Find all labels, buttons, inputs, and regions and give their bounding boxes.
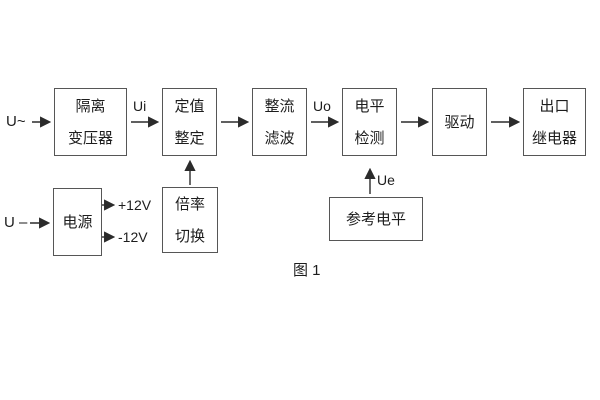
- label-ui: Ui: [133, 98, 147, 114]
- block-label-line: 驱动: [444, 113, 475, 131]
- block-label-line: 检测: [354, 129, 385, 147]
- block-label-line: 定值: [174, 97, 205, 115]
- block-label-line: 出口: [539, 97, 570, 115]
- block-label-line: 电源: [62, 213, 93, 231]
- block-label-line: 倍率: [174, 195, 205, 213]
- block-label-line: 切换: [174, 227, 205, 245]
- block-reference-level: 参考电平: [329, 197, 423, 241]
- label-plus-12v: +12V: [118, 197, 152, 213]
- block-label-line: 变压器: [67, 129, 113, 147]
- label-minus-12v: -12V: [118, 229, 148, 245]
- block-output-relay: 出口 继电器: [523, 88, 586, 156]
- block-isolation-transformer: 隔离 变压器: [54, 88, 127, 156]
- block-label-line: 电平: [354, 97, 385, 115]
- block-power-supply: 电源: [53, 188, 102, 256]
- figure-caption: 图 1: [293, 262, 321, 279]
- label-ue: Ue: [377, 172, 395, 188]
- block-rectifier-filter: 整流 滤波: [252, 88, 307, 156]
- block-setting-adjust: 定值 整定: [162, 88, 217, 156]
- block-ratio-switch: 倍率 切换: [162, 187, 218, 253]
- label-input-ac: U~: [6, 113, 26, 130]
- label-uo: Uo: [313, 98, 331, 114]
- block-label-line: 继电器: [531, 129, 577, 147]
- block-label-line: 参考电平: [345, 210, 406, 228]
- block-label-line: 滤波: [264, 129, 295, 147]
- block-label-line: 整流: [264, 97, 295, 115]
- block-driver: 驱动: [432, 88, 487, 156]
- block-level-detect: 电平 检测: [342, 88, 397, 156]
- block-label-line: 整定: [174, 129, 205, 147]
- label-input-dc: U –: [4, 214, 28, 231]
- block-label-line: 隔离: [75, 97, 106, 115]
